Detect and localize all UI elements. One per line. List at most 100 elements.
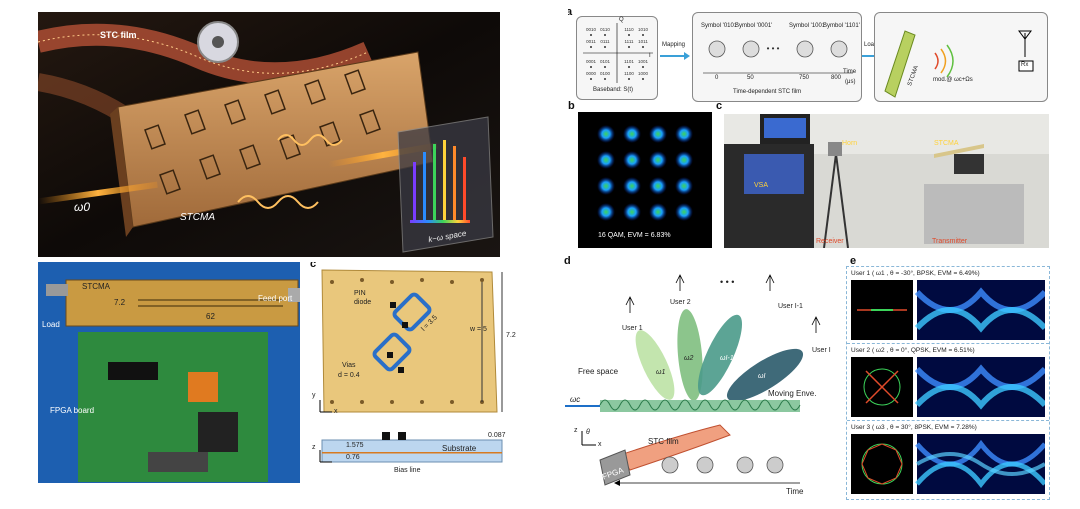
time-unit-label: (μs) (845, 79, 856, 85)
qam-symbol-cluster (623, 177, 641, 195)
constellation-label: 1111 (624, 39, 634, 44)
axis-x-label: x (334, 408, 338, 415)
receiver-label: Receiver (816, 238, 844, 245)
qam-symbol-cluster (623, 151, 641, 169)
user-1-label: User 1 (622, 325, 643, 332)
omega-c-label: ωc (570, 395, 581, 404)
beam-omega-1: ω1 (656, 369, 666, 376)
constellation-point (642, 66, 644, 68)
film-caption: Time-dependent STC film (733, 89, 802, 95)
constellation-label: 1100 (624, 71, 634, 76)
qam-caption: 16 QAM, EVM = 6.83% (598, 232, 671, 239)
constellation-point (628, 78, 630, 80)
constellation-label: 1001 (638, 59, 649, 64)
qam-symbol-cluster (623, 203, 641, 221)
bias-line-label: Bias line (394, 467, 421, 474)
constellation-point (604, 66, 606, 68)
constellation-point (604, 78, 606, 80)
stcma-label: STCMA (180, 212, 215, 223)
left-panel-c: c PIN diode l = 3.5 w = 5 7.2 Vias d = 0… (302, 262, 517, 483)
constellation-label: 1011 (638, 39, 648, 44)
constellation-label: 0011 (586, 39, 596, 44)
constellation-point (628, 66, 630, 68)
panel-label-left-c: c (310, 262, 317, 270)
constellation-point (642, 46, 644, 48)
qam-symbol-cluster (675, 151, 693, 169)
moving-envelope-label: Moving Enve. (768, 389, 817, 398)
constellation-point (604, 46, 606, 48)
qam-symbol-cluster (649, 125, 667, 143)
film-reels: • • • (703, 40, 853, 74)
horn-label: Horn (842, 140, 858, 147)
user-row-3: User 3 ( ω3 , θ = 30°, 8PSK, EVM = 7.28%… (847, 421, 1049, 499)
constellation-point (628, 46, 630, 48)
right-panel-c: Horn STCMA VSA Receiver Transmitter (724, 114, 1049, 248)
time-d-label: Time (786, 487, 804, 496)
constellation-point (590, 78, 592, 80)
user-1-plots (851, 280, 1045, 340)
transmit-illustration (884, 30, 1034, 98)
svg-text:• • •: • • • (767, 44, 780, 53)
axis-y-label: y (312, 392, 316, 399)
bottom-thickness-label: 0.76 (346, 454, 360, 461)
stc-film-d-label: STC film (648, 437, 679, 446)
right-panel-e: User 1 ( ω1 , θ = -30°, BPSK, EVM = 6.49… (846, 266, 1050, 500)
user-3-plots (851, 434, 1045, 494)
dim-height-label: 7.2 (114, 298, 126, 307)
constellation-point (628, 34, 630, 36)
constellation-label: 0010 (586, 27, 597, 32)
free-space-label: Free space (578, 367, 619, 376)
constellation-point (590, 66, 592, 68)
i-axis-label: I (649, 53, 651, 59)
qam-symbol-cluster (597, 177, 615, 195)
right-panel-b: 16 QAM, EVM = 6.83% (578, 112, 712, 248)
omega0-label: ω0 (74, 200, 91, 214)
unit-cell-diagram (319, 269, 503, 463)
qam16-constellation (597, 125, 693, 221)
modulation-label: mod.@ ωc+Ωs (933, 77, 973, 83)
user-3-metrics: User 3 ( ω3 , θ = 30°, 8PSK, EVM = 7.28%… (851, 424, 977, 431)
symbol-1101: Symbol '1101' (823, 23, 860, 29)
user-2-plots (851, 357, 1045, 417)
load-label: Load (42, 320, 60, 329)
baseband-caption: Baseband: S(t) (593, 87, 634, 93)
tick-0: 0 (715, 75, 719, 81)
qam-symbol-cluster (597, 125, 615, 143)
constellation-label: 1000 (638, 71, 649, 76)
axis-x-d-label: x (598, 441, 602, 448)
q-axis-label: Q (619, 17, 624, 23)
period-label: 7.2 (506, 332, 516, 339)
qam-symbol-cluster (597, 151, 615, 169)
beam-omega-i-1: ωI-1 (720, 355, 734, 362)
user-2-metrics: User 2 ( ω2 , θ = 0°, QPSK, EVM = 6.51%) (851, 347, 975, 354)
user-row-1: User 1 ( ω1 , θ = -30°, BPSK, EVM = 6.49… (847, 267, 1049, 344)
panel-label-right-b: b (568, 100, 575, 112)
feed-port-label: Feed port (258, 294, 293, 303)
qam-symbol-cluster (675, 125, 693, 143)
constellation-label: 1110 (624, 27, 634, 32)
copper-thickness-label: 0.087 (488, 432, 506, 439)
panel-label-right-c: c (716, 100, 723, 112)
constellation-label: 0000 (586, 71, 597, 76)
beam-omega-2: ω2 (684, 355, 694, 362)
stcma-setup-label: STCMA (934, 140, 959, 147)
constellation-label: 0110 (600, 27, 610, 32)
lab-setup-photo (724, 114, 1049, 248)
vsa-label: VSA (754, 182, 769, 189)
panel-label-right-d: d (564, 255, 571, 267)
user-2-label: User 2 (670, 299, 691, 306)
user-1-metrics: User 1 ( ω1 , θ = -30°, BPSK, EVM = 6.49… (851, 270, 980, 277)
panel-label-right-a: a (568, 8, 573, 18)
symbol-0101: Symbol '0101' (701, 23, 739, 29)
stc-metasurface-illustration (38, 12, 500, 257)
stcma-board-label: STCMA (82, 282, 110, 291)
constellation-point (642, 78, 644, 80)
hardware-photo (38, 262, 300, 483)
constellation-point (590, 34, 592, 36)
pin-label: PIN (354, 290, 366, 297)
mapping-label: Mapping (662, 42, 686, 48)
mapping-arrow (660, 52, 690, 60)
constellation-label: 0111 (600, 39, 610, 44)
